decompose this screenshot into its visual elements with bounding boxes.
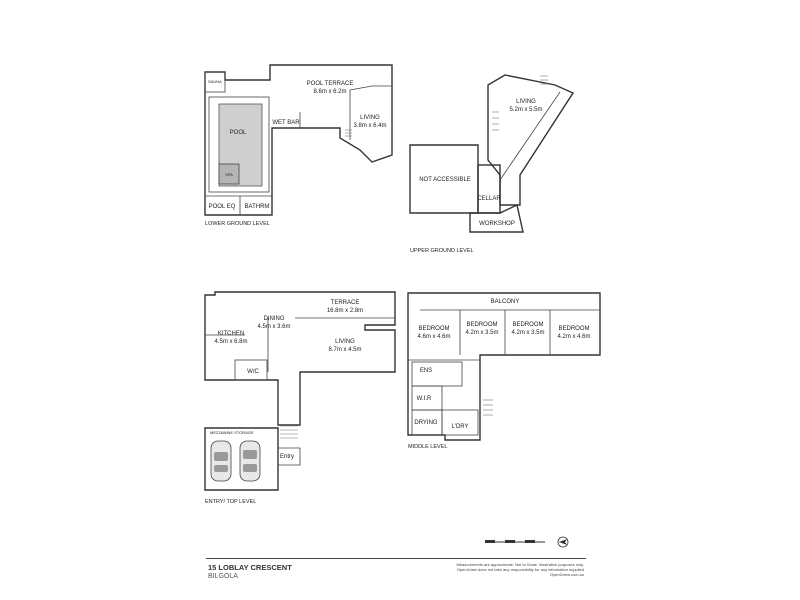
top-stairs xyxy=(280,425,298,439)
sauna-room xyxy=(204,71,226,93)
wet-bar-label: WET BAR xyxy=(272,120,300,126)
mezzanine-label: MEZZANINE STORAGE xyxy=(210,430,254,435)
drying-label: DRYING xyxy=(414,420,438,426)
bedroom-2-dim: 4.2m x 3.5m xyxy=(465,330,498,336)
upper-ground-level-label: UPPER GROUND LEVEL xyxy=(410,248,474,254)
wir-label: W.I.R xyxy=(417,396,432,402)
bedroom-3-label: BEDROOM xyxy=(512,322,543,328)
bedroom-1-dim: 4.6m x 4.6m xyxy=(417,334,450,340)
workshop-label: WORKSHOP xyxy=(479,221,515,227)
terrace-dim: 16.8m x 2.8m xyxy=(327,308,363,314)
living-lower-dim: 3.8m x 6.4m xyxy=(353,123,386,129)
property-address: 15 LOBLAY CRESCENT xyxy=(208,563,292,572)
spa-label: SPA xyxy=(225,172,233,177)
footer: 15 LOBLAY CRESCENT BILGOLA Measurements … xyxy=(206,558,586,583)
terrace-label: TERRACE xyxy=(331,300,360,306)
top-level-outline xyxy=(204,291,396,426)
pool-label: POOL xyxy=(230,130,247,136)
pool-eq-label: POOL EQ xyxy=(209,204,236,210)
kitchen-walls xyxy=(205,318,269,372)
ens-label: ENS xyxy=(420,368,432,374)
living-upper-label: LIVING xyxy=(516,99,536,105)
entry-top-level: TERRACE 16.8m x 2.8m DINING 4.5m x 3.6m … xyxy=(204,291,396,505)
pool-terrace-dim: 8.6m x 6.2m xyxy=(313,89,346,95)
wc-label: W/C xyxy=(247,369,259,375)
laundry-room xyxy=(441,409,479,436)
upper-living-outline xyxy=(487,74,575,206)
living-top-dim: 8.7m x 4.5m xyxy=(328,347,361,353)
spa-water xyxy=(218,163,240,185)
garage-outline xyxy=(204,427,279,491)
disclaimer-line: Open2view does not take any responsibili… xyxy=(456,567,584,573)
cellar-room xyxy=(477,164,501,214)
entry-vestibule xyxy=(278,447,301,466)
sauna-label: SAUNA xyxy=(208,79,222,84)
bedroom-4-label: BEDROOM xyxy=(558,326,589,332)
upper-ground-level: LIVING 5.2m x 5.5m NOT ACCESSIBLE CELLAR… xyxy=(409,74,575,254)
living-lower-label: LIVING xyxy=(360,115,380,121)
upper-living-inner-wall xyxy=(499,91,561,181)
pool-terrace-label: POOL TERRACE xyxy=(307,81,354,87)
disclaimer-line: Open2view.com.au xyxy=(549,572,584,578)
dining-dim: 4.5m x 3.6m xyxy=(257,324,290,330)
car-icon xyxy=(210,440,232,482)
middle-level: BALCONY BEDROOM 4.6m x 4.6m BEDROOM 4.2m… xyxy=(407,292,601,450)
car-icon xyxy=(239,440,261,482)
bedroom-4-dim: 4.2m x 4.6m xyxy=(557,334,590,340)
bedroom-1-label: BEDROOM xyxy=(418,326,449,332)
kitchen-dim: 4.5m x 6.8m xyxy=(214,339,247,345)
kitchen-label: KITCHEN xyxy=(218,331,244,337)
disclaimer-line: Measurements are approximate. Not to Sca… xyxy=(456,562,584,567)
bedroom-2-label: BEDROOM xyxy=(466,322,497,328)
property-suburb: BILGOLA xyxy=(208,573,238,580)
cellar-label: CELLAR xyxy=(477,196,501,202)
entry-label: Entry xyxy=(280,454,294,460)
not-accessible-label: NOT ACCESSIBLE xyxy=(419,177,471,183)
upper-stairs xyxy=(492,75,548,131)
laundry-label: L'DRY xyxy=(451,424,468,430)
ens-room xyxy=(411,361,463,387)
disclaimer: Measurements are approximate. Not to Sca… xyxy=(456,562,584,578)
balcony-label: BALCONY xyxy=(491,299,520,305)
pool-enclosure xyxy=(208,96,270,193)
middle-level-label: MIDDLE LEVEL xyxy=(408,444,447,450)
lower-ground-level: SAUNA POOL TERRACE 8.6m x 6.2m POOL SPA … xyxy=(204,64,393,227)
living-wall xyxy=(349,85,392,91)
scale-bar xyxy=(485,540,545,543)
middle-stairs xyxy=(483,399,493,416)
wc-room xyxy=(234,359,268,381)
dining-label: DINING xyxy=(264,316,285,322)
living-upper-dim: 5.2m x 5.5m xyxy=(509,107,542,113)
bedroom-3-dim: 4.2m x 3.5m xyxy=(511,330,544,336)
bathrm-label: BATHRM xyxy=(245,204,270,210)
lower-ground-level-label: LOWER GROUND LEVEL xyxy=(205,221,270,227)
living-top-label: LIVING xyxy=(335,339,355,345)
middle-level-outline xyxy=(407,292,601,441)
workshop-room xyxy=(469,203,524,233)
lower-ground-outline xyxy=(204,64,393,216)
compass-icon xyxy=(557,536,569,548)
lower-stairs xyxy=(345,129,352,137)
entry-top-level-label: ENTRY/ TOP LEVEL xyxy=(205,499,256,505)
